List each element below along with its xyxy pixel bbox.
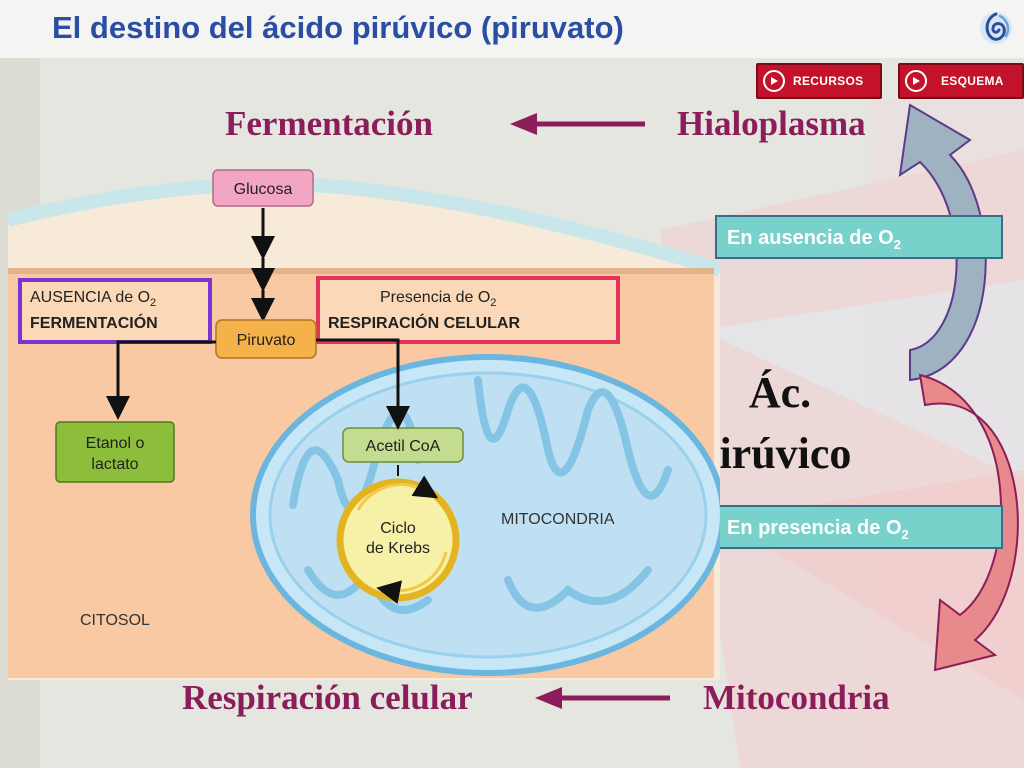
left-arrow-icon — [535, 687, 670, 709]
etanol-text-1: Etanol o — [86, 435, 145, 452]
glucosa-box — [212, 169, 314, 207]
left-arrow-icon — [510, 113, 645, 135]
krebs-text-2: de Krebs — [366, 540, 430, 557]
ausencia-fermentacion-box — [18, 278, 212, 344]
page-title: El destino del ácido pirúvico (piruvato) — [52, 10, 624, 45]
presencia-respiracion-box — [316, 276, 620, 344]
presencia-text: En presencia de O — [727, 517, 902, 539]
subscript-2: 2 — [490, 297, 496, 309]
esquema-label: ESQUEMA — [941, 74, 1004, 88]
svg-text:Presencia de O2: Presencia de O2 — [380, 289, 496, 309]
title-bar — [0, 0, 1024, 58]
ausencia-fig-text: AUSENCIA de O — [30, 289, 150, 306]
respiracion-label: Respiración celular — [182, 678, 473, 717]
subscript-2: 2 — [893, 237, 901, 252]
etanol-text-2: lactato — [91, 456, 138, 473]
mitocondria-label: Mitocondria — [703, 678, 890, 717]
mitocondria-fig-text: MITOCONDRIA — [501, 511, 615, 528]
recursos-label: RECURSOS — [793, 74, 864, 88]
subscript-2: 2 — [901, 527, 909, 542]
fermentacion-fig-text: FERMENTACIÓN — [30, 313, 158, 332]
fermentacion-label: Fermentación — [225, 104, 433, 143]
ausencia-condition-box: En ausencia de O2 — [715, 215, 1003, 259]
piruvato-text: Piruvato — [237, 332, 296, 349]
cell-diagram: Glucosa AUSENCIA de O2 FERMENTACIÓN Pres… — [8, 169, 720, 680]
ausencia-text: En ausencia de O — [727, 227, 894, 249]
curved-up-arrow-icon — [898, 103, 987, 382]
glucosa-text: Glucosa — [234, 181, 293, 198]
respiracion-fig-text: RESPIRACIÓN CELULAR — [328, 313, 520, 332]
logo-icon — [980, 12, 1012, 44]
svg-text:AUSENCIA de O2: AUSENCIA de O2 — [30, 289, 156, 309]
citosol-text: CITOSOL — [80, 612, 150, 629]
play-icon — [905, 70, 927, 92]
presencia-fig-text: Presencia de O — [380, 289, 490, 306]
esquema-button[interactable]: ESQUEMA — [898, 63, 1024, 99]
hialoplasma-label: Hialoplasma — [677, 104, 866, 143]
curved-down-arrow-icon — [918, 373, 1019, 672]
play-icon — [763, 70, 785, 92]
presencia-condition-box: En presencia de O2 — [715, 505, 1003, 549]
curved-arrows — [898, 103, 1019, 672]
krebs-text-1: Ciclo — [380, 520, 416, 537]
recursos-button[interactable]: RECURSOS — [756, 63, 882, 99]
ac-label-line1: Ác. — [748, 368, 812, 417]
acetil-coa-text: Acetil CoA — [366, 438, 441, 455]
subscript-2: 2 — [150, 297, 156, 309]
etanol-lactato-box — [55, 421, 175, 483]
